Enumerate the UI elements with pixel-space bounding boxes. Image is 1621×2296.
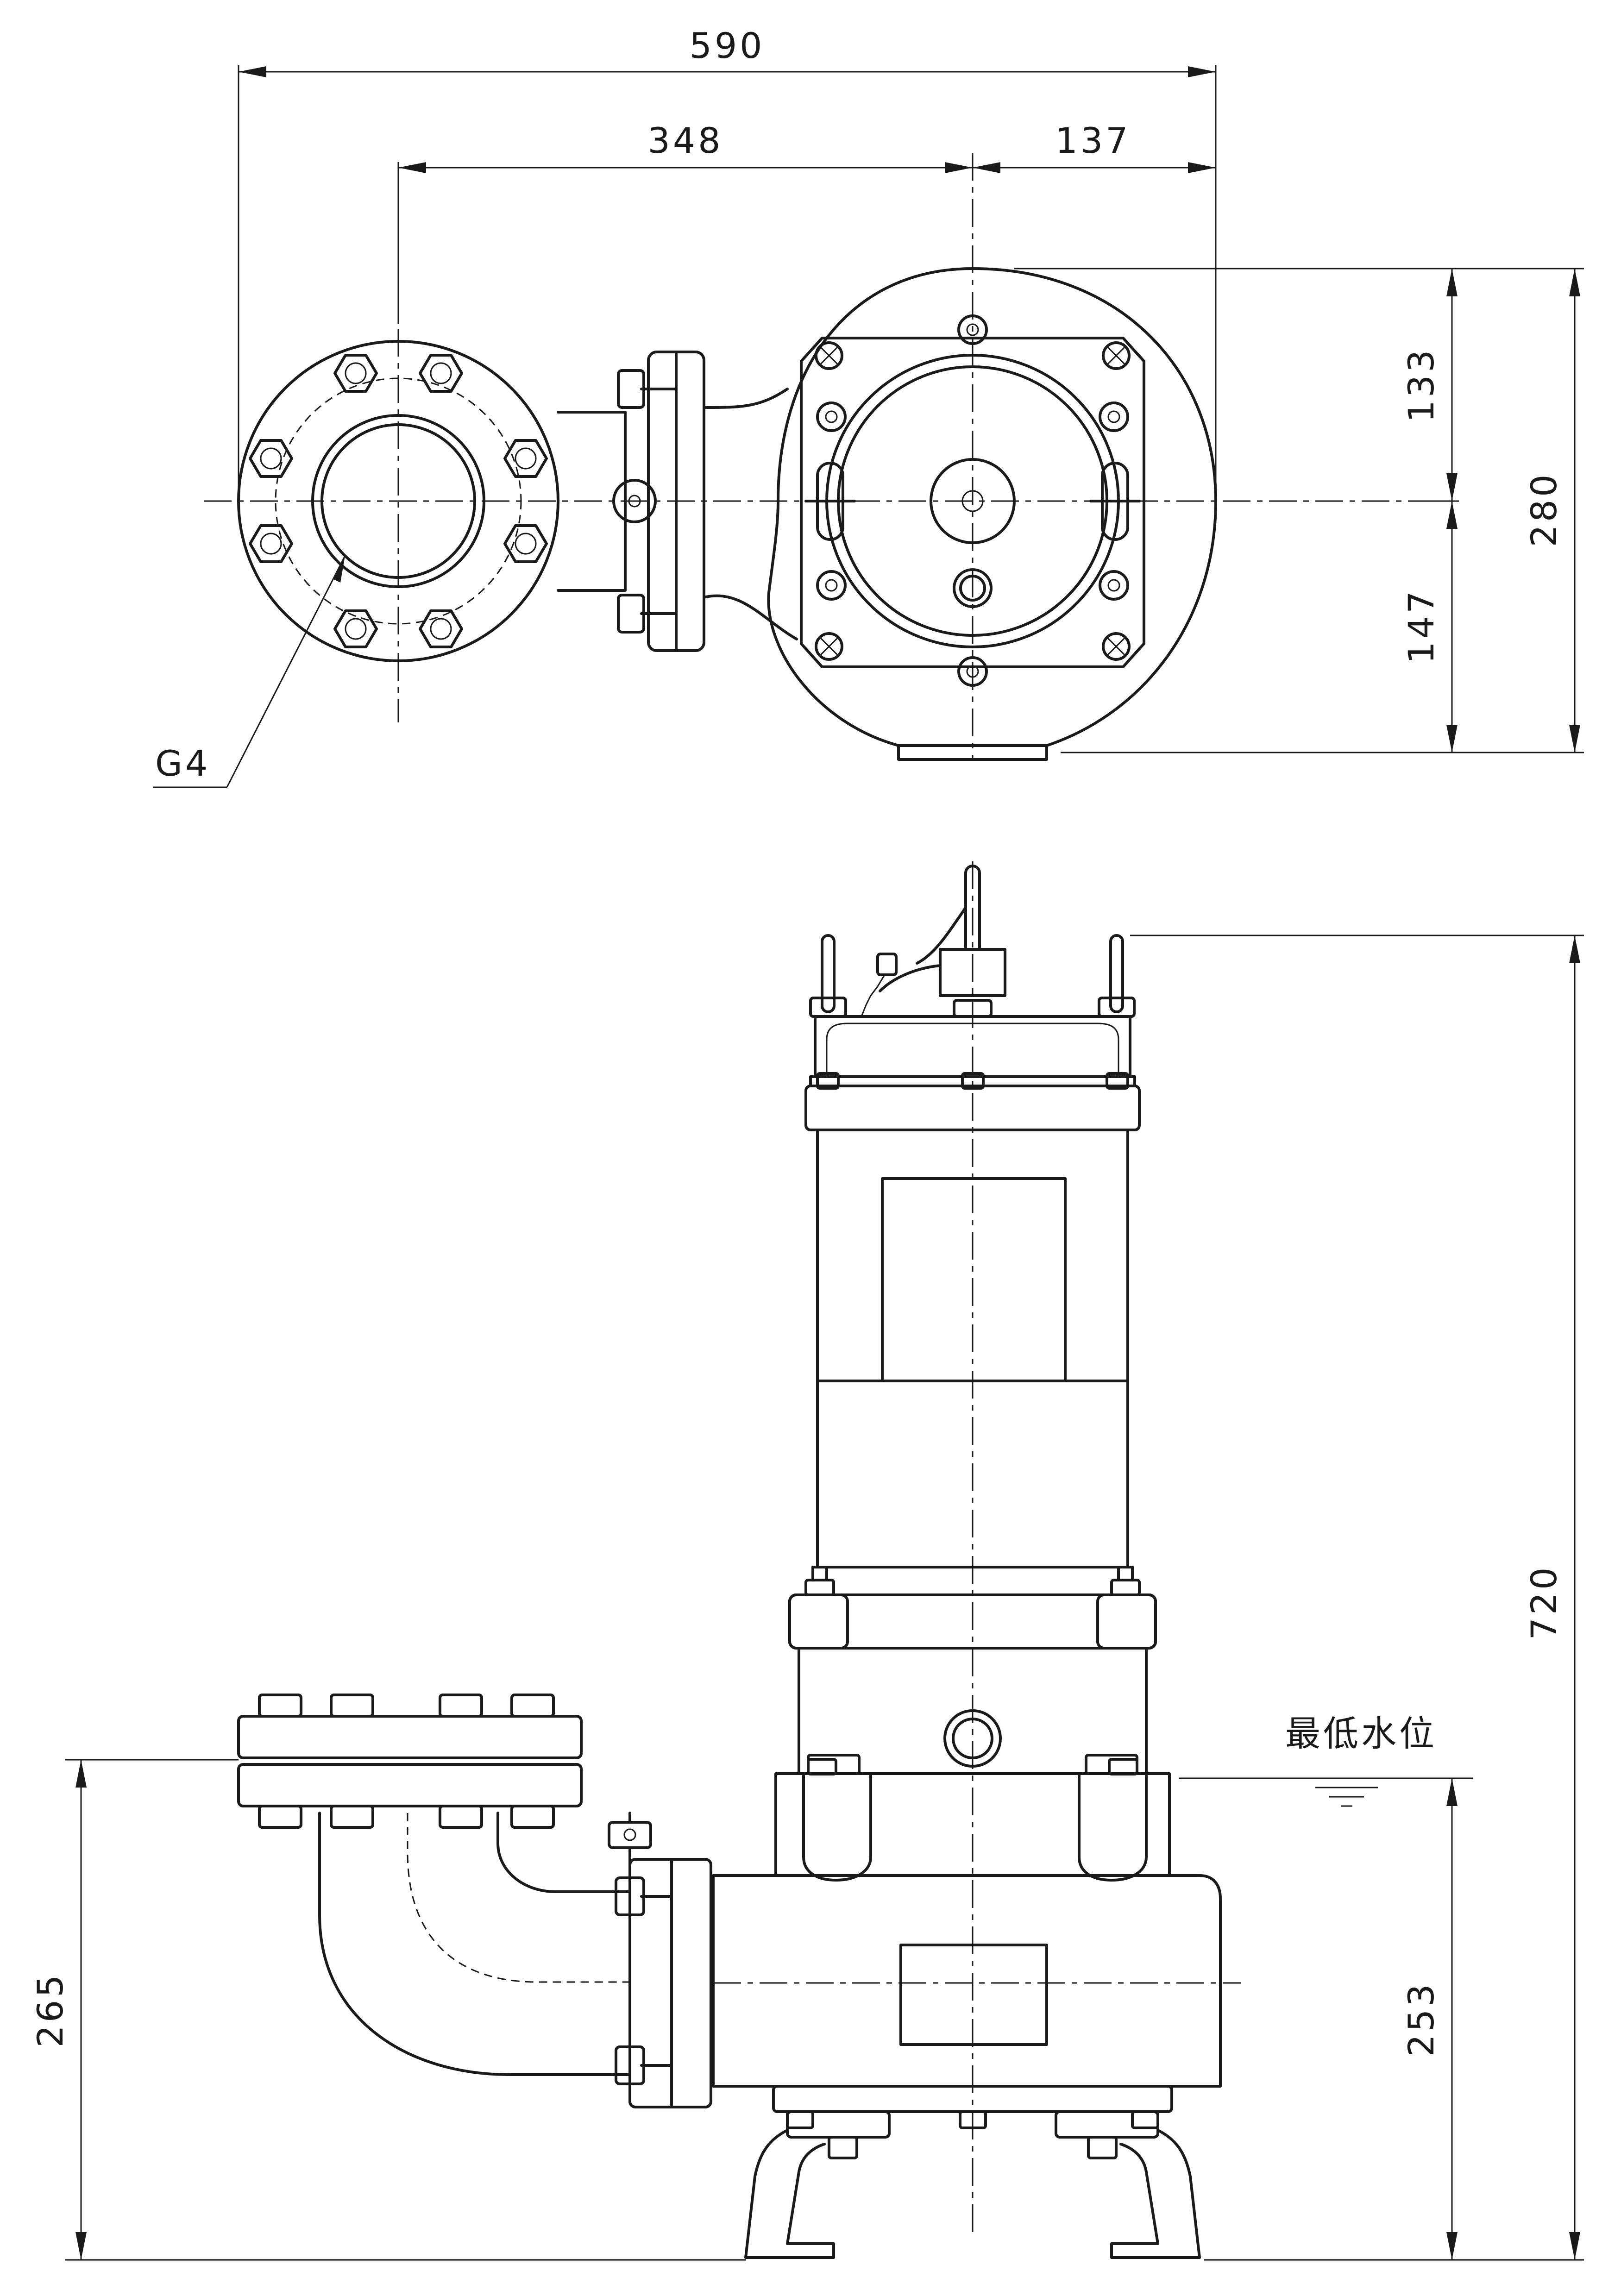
motor-frame-lower xyxy=(816,1380,1129,1568)
thread-callout: G4 xyxy=(153,555,346,788)
dim-discharge-height: 265 xyxy=(30,1759,746,2261)
dim-top-upper-value: 133 xyxy=(1401,347,1442,422)
volute-casing xyxy=(712,1874,1222,2088)
dim-flange-to-pump-value: 348 xyxy=(647,120,723,161)
dim-top-lower-value: 147 xyxy=(1401,588,1442,664)
flange-bolt-heads xyxy=(249,354,548,648)
dim-overall-width: 590 xyxy=(238,25,1217,501)
dim-overall-width-value: 590 xyxy=(689,25,765,66)
dim-pump-to-edge: 137 xyxy=(973,120,1216,173)
dim-plan-depth: 133 147 280 xyxy=(1014,268,1584,753)
dim-min-water-level-value: 253 xyxy=(1401,1981,1442,2057)
min-water-level-label: 最低水位 xyxy=(1285,1713,1437,1754)
thread-label: G4 xyxy=(155,743,210,784)
dim-flange-to-pump: 348 xyxy=(397,120,973,324)
flange-bolts-elevation xyxy=(258,1694,555,1829)
dim-discharge-height-value: 265 xyxy=(30,1972,71,2047)
dim-overall-height-value: 720 xyxy=(1523,1564,1564,1640)
discharge-flange-elevation xyxy=(237,1694,583,1829)
discharge-elbow xyxy=(318,1812,712,2108)
plan-view: G4 590 348 137 xyxy=(153,25,1584,788)
elbow-plan xyxy=(557,351,798,652)
dim-top-total-value: 280 xyxy=(1523,471,1564,547)
nameplate xyxy=(881,1177,1067,1382)
oil-plug xyxy=(953,568,993,608)
cable-inlet-boss xyxy=(930,458,1016,544)
upper-studs xyxy=(809,934,1136,1018)
lifting-lugs-plan xyxy=(804,462,1141,541)
elevation-view: 最低水位 720 253 265 xyxy=(30,861,1584,2261)
min-water-level-marker: 最低水位 xyxy=(1179,1713,1473,1807)
casing-plate xyxy=(899,1944,1048,2046)
dim-pump-to-edge-value: 137 xyxy=(1055,120,1131,161)
pump-casing-plan xyxy=(767,267,1217,761)
oil-chamber-plug xyxy=(943,1709,1002,1768)
cover-bolts xyxy=(816,314,1129,687)
dim-overall-height: 720 xyxy=(1130,935,1584,2261)
lifting-handle xyxy=(861,865,1006,1017)
discharge-flange-plan xyxy=(237,340,559,662)
corner-bolt-holes xyxy=(815,341,1131,661)
dim-min-water-level: 253 xyxy=(1401,1778,1458,2260)
stand-feet xyxy=(744,2110,1201,2259)
